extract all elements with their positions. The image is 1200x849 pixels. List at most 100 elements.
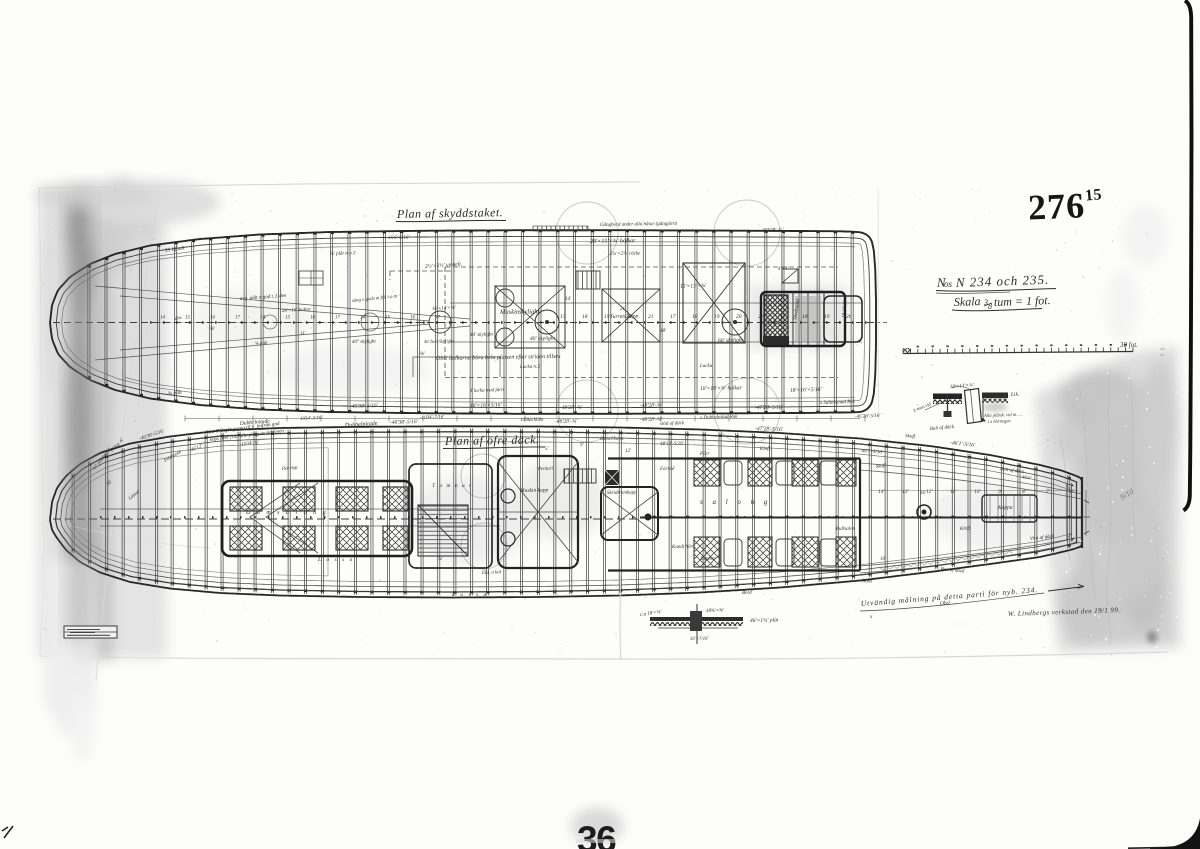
svg-text:14: 14 [260,316,266,321]
svg-text:s a l o n g: s a l o n g [700,498,771,506]
svg-text:säng o gods m frit t.o.m: säng o gods m frit t.o.m [352,294,398,304]
svg-text:Gångbord under alla båtar (gån: Gångbord under alla båtar (gångjärn) [600,221,678,228]
svg-text:Skala: Skala [954,294,984,309]
svg-text:36: 36 [577,819,616,849]
svg-text:Dörrhål: Dörrhål [281,465,299,472]
svg-text:21: 21 [648,314,654,320]
svg-text:-45'28'-5/16': -45'28'-5/16' [855,414,882,420]
svg-text:Lik.: Lik. [1010,392,1020,398]
svg-text:12': 12' [926,489,934,495]
svg-text:Eld. o kol: Eld. o kol [481,570,502,576]
svg-text:-48'28'-¾': -48'28'-¾' [560,404,583,411]
svg-text:14: 14 [160,316,166,321]
svg-text:21': 21' [620,307,627,312]
svg-text:30 fot.: 30 fot. [1119,341,1138,349]
svg-text:16: 16 [410,316,416,321]
svg-text:Bult af däck: Bult af däck [1000,467,1025,475]
svg-text:-47'28'-5/16': -47'28'-5/16' [755,425,784,433]
svg-text:Bord: Bord [742,591,752,596]
svg-text:10': 10' [974,489,982,495]
svg-text:Vira af däck: Vira af däck [1030,534,1056,542]
svg-text:Alla plåtsk. vid m. ...: Alla plåtsk. vid m. ... [983,412,1022,418]
svg-text:-1034'-¾': -1034'-¾' [240,440,261,448]
svg-text:x: x [869,615,873,620]
svg-text:-48'28'-¾': -48'28'-¾' [555,418,578,425]
svg-text:45°28'-¾': 45°28'-¾' [762,226,785,234]
svg-text:16': 16' [920,491,927,496]
svg-text:Plan af skyddstaket.: Plan af skyddstaket. [396,205,504,221]
svg-text:-1034'-7/16': -1034'-7/16' [420,415,445,421]
svg-text:Rullsalon: Rullsalon [835,527,856,532]
svg-text:Plan af öfre däck.: Plan af öfre däck. [444,432,540,448]
svg-text:N: N [936,275,948,290]
svg-text:19: 19 [824,314,830,320]
svg-text:14': 14' [878,488,886,495]
svg-text:2½'×2½' vinkelj.: 2½'×2½' vinkelj. [425,260,463,270]
svg-text:20: 20 [736,314,742,320]
svg-text:i z hörnegen: i z hörnegen [988,418,1012,424]
svg-text:⅝': ⅝' [420,352,426,357]
svg-text:D a m s a l o n g: D a m s a l o n g [245,510,328,516]
svg-text:18'×16'×5/16': 18'×16'×5/16' [470,402,503,409]
svg-text:8': 8' [1022,489,1027,495]
svg-text:15'6'-5/16': 15'6'-5/16' [388,236,410,241]
svg-text:-46¾': -46¾' [1020,475,1033,482]
svg-text:26'×16' bultar: 26'×16' bultar [282,307,311,314]
svg-text:Lucka: Lucka [699,364,713,369]
svg-text:⅝' plåt n:o 2: ⅝' plåt n:o 2 [330,250,356,257]
svg-text:Tambur: Tambur [700,557,716,562]
svg-text:8: 8 [988,302,992,311]
svg-text:stöd af däck: stöd af däck [660,421,685,427]
svg-text:-48'28'-¾': -48'28'-¾' [640,402,663,409]
svg-text:Kappa: Kappa [997,505,1013,511]
svg-text:17: 17 [435,316,441,321]
svg-text:Vira af däck: Vira af däck [940,567,966,575]
svg-text:avg. plåt n:god t. f. den: avg. plåt n:god t. f. den [240,293,287,302]
svg-text:-45'38'-5/16': -45'38'-5/16' [350,402,379,410]
svg-text:18'×18'×⅜' balkar: 18'×18'×⅜' balkar [700,385,743,392]
svg-text:Maskin kapp: Maskin kapp [519,488,549,495]
svg-text:18: 18 [692,314,698,320]
svg-text:L o s s a: L o s s a [317,557,354,563]
svg-text:15: 15 [1084,186,1102,204]
svg-text:Skoff: Skoff [876,464,887,470]
svg-text:9': 9' [580,443,585,448]
svg-text:x Dubbelnitad Rok: x Dubbelnitad Rok [699,415,738,421]
svg-text:15: 15 [185,316,191,321]
svg-text:20: 20 [846,314,852,320]
svg-text:⅝ plåt: ⅝ plåt [167,389,182,397]
svg-text:18'×13'×¾': 18'×13'×¾' [950,383,975,390]
svg-text:Rutschbana: Rutschbana [599,437,624,442]
svg-text:35'×7/16': 35'×7/16' [690,637,710,642]
svg-text:7': 7' [1046,489,1051,495]
svg-text:-46'1'-5/16': -46'1'-5/16' [860,449,884,456]
svg-text:Dubbelnitade: Dubbelnitade [239,418,271,427]
svg-text:Bord: Bord [862,579,873,585]
svg-text:Maskinskylight.: Maskinskylight. [499,308,541,316]
svg-text:17: 17 [780,314,786,320]
svg-text:17: 17 [670,314,676,320]
svg-text:Turrats kapp: Turrats kapp [610,314,639,320]
svg-text:40' skylight: 40' skylight [530,335,556,342]
svg-text:21: 21 [758,314,764,320]
svg-text:48'13'-5/16': 48'13'-5/16' [660,442,685,447]
svg-text:40° skylight: 40° skylight [352,340,376,345]
svg-text:Bult af däck: Bult af däck [930,425,955,432]
svg-text:Dubbelnitade: Dubbelnitade [344,421,378,429]
svg-text:Snedställd: Snedställd [793,298,802,320]
svg-text:tum = 1 fot.: tum = 1 fot. [994,293,1051,309]
svg-text:60' skylight: 60' skylight [718,338,744,344]
svg-text:Kundt hörn: Kundt hörn [671,545,696,550]
svg-text:Kloff: Kloff [959,526,971,532]
svg-text:16': 16' [880,557,887,562]
svg-text:3: 3 [983,298,988,307]
svg-text:16: 16 [210,316,216,321]
svg-text:13': 13' [902,489,910,495]
svg-text:os: os [944,279,953,289]
svg-text:11': 11' [950,489,957,495]
svg-text:17: 17 [560,314,566,320]
svg-text:-46'1'-5/16': -46'1'-5/16' [950,439,977,449]
svg-text:2⅞'×2⅞' räcke: 2⅞'×2⅞' räcke [610,251,641,257]
svg-text:9': 9' [998,489,1003,495]
svg-text:Obs! balkarna böra hela platse: Obs! balkarna böra hela platsen efter st… [436,353,561,362]
